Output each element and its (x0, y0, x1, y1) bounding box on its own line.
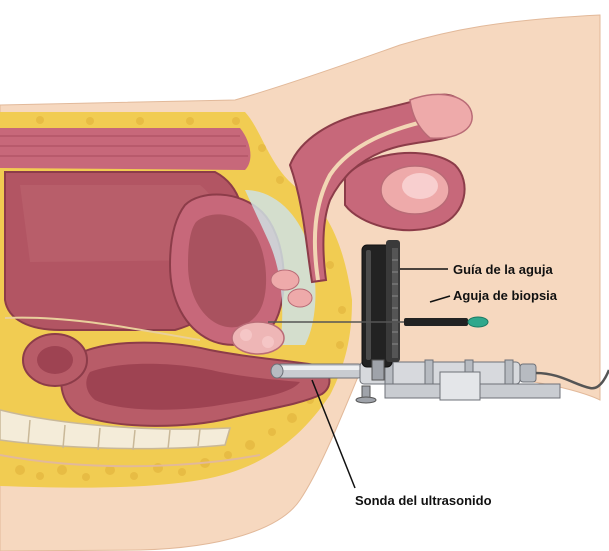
peritoneal-line (4, 316, 201, 341)
prostate (231, 321, 285, 355)
prostate-region (231, 190, 316, 355)
colon-loop-lumen (37, 346, 73, 374)
prostate-lobe (240, 329, 252, 341)
muscle-striation (0, 135, 248, 157)
seminal-vesicle-2 (287, 288, 313, 308)
skin-fold (0, 454, 261, 468)
spine (0, 409, 261, 468)
needle-hub (467, 316, 489, 328)
probe-tip (270, 363, 284, 379)
glans (409, 93, 473, 139)
probe-cable (535, 369, 609, 390)
rectum (22, 333, 331, 427)
urethra (312, 116, 441, 281)
needle-guide (361, 240, 400, 381)
callouts (311, 268, 451, 489)
seminal-vesicle (270, 269, 300, 291)
ultrasound-probe (270, 359, 609, 404)
abdominal-muscle (0, 128, 251, 170)
biopsy-needle (268, 316, 489, 328)
guide-mount (371, 359, 385, 381)
penis (288, 93, 473, 284)
probe-highlight (280, 366, 360, 370)
guide-grid (392, 248, 398, 358)
rectal-lumen (86, 363, 300, 410)
sacrum (0, 409, 232, 450)
guide-grid-marks (392, 259, 398, 345)
stand-end (519, 363, 537, 383)
vertebrae (27, 419, 201, 451)
callout-line-biopsy-needle (429, 295, 451, 303)
stand-block (439, 371, 481, 401)
label-biopsy-needle: Aguja de biopsia (453, 288, 558, 303)
bladder (168, 193, 285, 346)
label-needle-guide: Guía de la aguja (453, 262, 553, 277)
guide-highlight (366, 250, 371, 360)
callout-line-ultrasound-probe (311, 379, 356, 489)
prostate-lobe-2 (262, 336, 274, 348)
label-ultrasound-probe: Sonda del ultrasonido (355, 493, 492, 508)
stand-knob (355, 385, 377, 404)
penile-shaft (288, 93, 467, 284)
scrotum (344, 151, 466, 232)
bladder-lumen (188, 214, 267, 328)
needle-handle (404, 318, 468, 326)
testis-highlight (402, 173, 438, 199)
